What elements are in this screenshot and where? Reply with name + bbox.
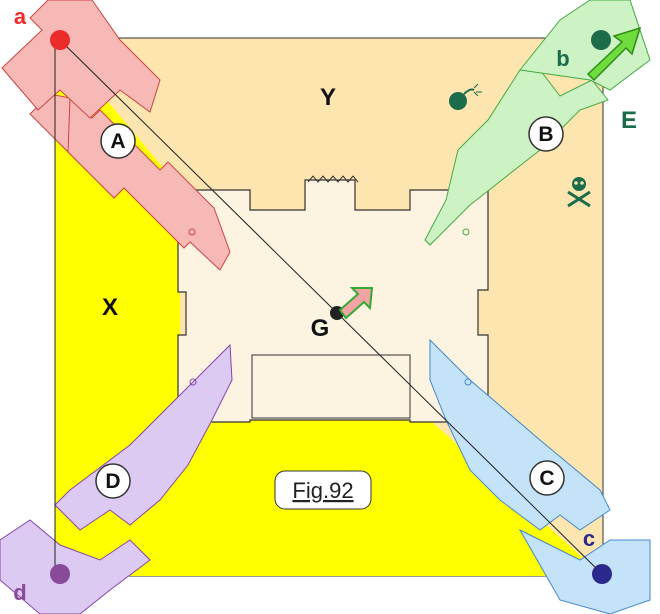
corner-point-a (50, 30, 70, 50)
green-arrow-icon (586, 26, 642, 82)
corner-point-c (592, 564, 612, 584)
centroid-label: G (311, 315, 330, 342)
figure-caption: Fig.92 (292, 478, 353, 503)
arm-label-b: B (538, 123, 553, 146)
region-label-y: Y (320, 84, 336, 111)
central-building (177, 175, 489, 423)
corner-piece-a (1, 0, 161, 119)
bomb-icon (449, 83, 482, 110)
skull-crossbones-icon (567, 177, 591, 208)
arm-label-a: A (110, 130, 125, 153)
corner-label-c: c (583, 526, 595, 551)
corner-piece-d (0, 519, 151, 614)
arrow-icon (338, 287, 374, 320)
arm-label-d: D (105, 470, 120, 493)
region-label-x: X (102, 294, 118, 321)
corner-label-d: d (13, 580, 26, 605)
corner-label-a: a (14, 4, 27, 29)
arm-label-c: C (539, 467, 554, 490)
corner-point-d (50, 564, 70, 584)
side-label-e: E (621, 107, 637, 134)
corner-label-b: b (556, 46, 569, 71)
diagonal-a-c (59, 39, 603, 575)
corner-point-b (591, 30, 611, 50)
figure-caption-box (274, 470, 372, 510)
